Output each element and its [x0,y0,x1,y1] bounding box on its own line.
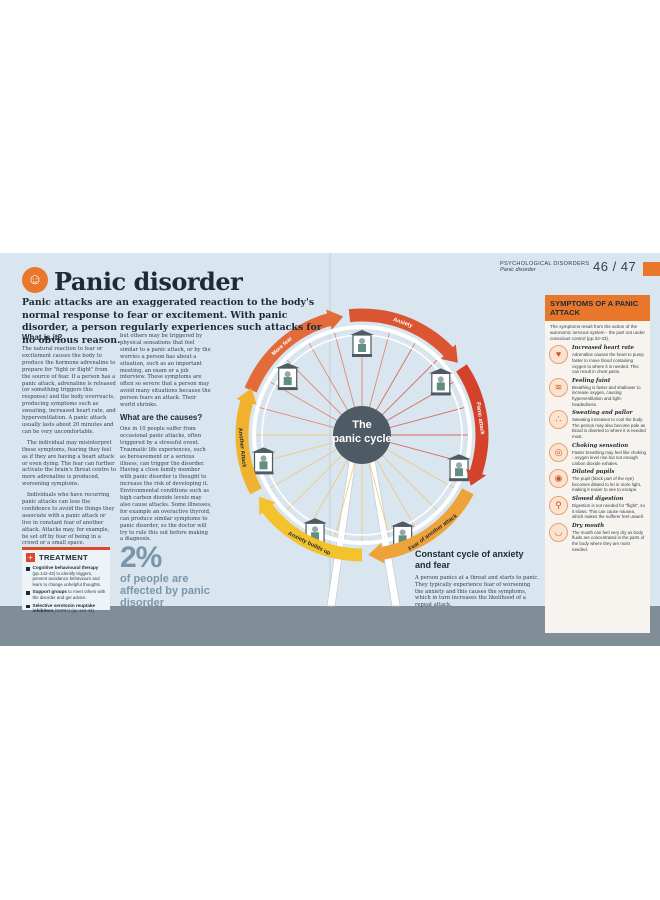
constant-cycle-caption: Constant cycle of anxiety and fear A per… [415,549,540,609]
symptoms-intro: The symptoms result from the action of t… [550,324,645,341]
symptoms-panel: SYMPTOMS OF A PANIC ATTACK The symptoms … [545,295,650,633]
bullet-icon [26,567,30,571]
symptom-name: Increased heart rate [572,345,634,352]
page-title: Panic disorder [54,267,243,296]
statistic-value: 2% [120,541,162,574]
symptom-description: Digestion is not needed for "flight", so… [572,503,645,520]
cycle-arrow-label: Another Attack [237,427,247,468]
wheel-rim-outer [252,325,472,545]
symptom-description: Adrenaline causes the heart to pump fast… [572,352,644,375]
cycle-arrow [368,488,474,564]
causes-para: One in 10 people suffer from occasional … [120,425,212,543]
symptom-description: Breathing is faster and shallower to inc… [572,384,641,407]
hub-label-line1: The [352,419,372,431]
page-numbers: 46 / 47 [593,259,637,274]
sweat-icon: ∴ [549,410,568,430]
symptom-description: Faster breathing may feel like choking -… [572,449,646,466]
symptom-name: Choking sensation [572,442,629,449]
symptom-name: Sweating and pallor [572,410,633,417]
symptoms-heading: SYMPTOMS OF A PANIC ATTACK [545,295,650,321]
treatment-item: Cognitive behavioural therapy (pp.142-43… [22,564,110,588]
statistic: 2% of people are affected by panic disor… [120,541,230,610]
treatment-heading: TREATMENT [39,553,88,562]
cycle-arrow [348,308,458,363]
section-tab [643,262,660,276]
gondola-car [428,368,453,396]
lungs-icon: ≋ [549,377,568,397]
wheel-rim-dots [257,330,467,540]
causes-heading: What are the causes? [120,412,203,422]
symptom-description: The mouth can feel very dry as body flui… [572,529,645,552]
what-is-it-para: The individual may misinterpret these sy… [22,439,116,488]
choking-icon: ◎ [549,442,568,462]
constant-cycle-text: A person panics at a threat and starts t… [415,575,539,609]
what-is-it-para: Individuals who have recurring panic att… [22,492,115,547]
treatment-item-detail: (pp.142-43) to identify triggers, preven… [32,570,102,587]
constant-cycle-heading: Constant cycle of anxiety and fear [415,549,524,570]
cycle-arrow [259,496,362,562]
heart-icon: ♥ [549,345,568,365]
treatment-item: Support groups to meet others with the d… [22,588,110,601]
symptom-name: Dilated pupils [572,469,615,476]
plus-icon: + [26,553,35,562]
symptom-description: The pupil (black part of the eye) become… [572,476,642,493]
what-is-it-column: What is it? The natural reaction to fear… [22,333,116,551]
what-is-it-para: The natural reaction to fear or exciteme… [22,346,116,435]
what-is-it-heading: What is it? [22,333,63,342]
bullet-icon [26,604,30,609]
treatment-item: Selective serotonin reuptake inhibitors … [22,602,110,615]
cycle-arrow [235,388,262,495]
eye-icon: ◉ [549,469,568,489]
subsection-name: Panic disorder [500,267,536,273]
intro-text: Panic attacks are an exaggerated reactio… [22,297,322,346]
mouth-icon: ◡ [549,522,568,542]
treatment-item-name: Support groups [32,589,67,595]
gondola-car [447,454,472,482]
symptom-name: Feeling faint [572,377,611,384]
symptom-name: Dry mouth [572,522,605,529]
treatment-box: + TREATMENT Cognitive behavioural therap… [22,547,110,613]
gondola-car [350,330,374,357]
stomach-icon: ⚲ [549,496,568,516]
wheel-hub [333,406,391,464]
cycle-arrow [456,364,489,486]
page-gutter [329,253,331,606]
symptom-description: Sweating increases to cool the body. The… [572,417,646,439]
gondola-car [251,447,276,475]
cycle-arrow-label: Panic attack [475,402,486,436]
section-name: PSYCHOLOGICAL DISORDERS [500,261,590,267]
symptom-name: Slowed digestion [572,496,624,503]
wheel-cars [251,330,472,549]
treatment-item-name: Cognitive behavioural therapy [32,565,99,570]
statistic-text: of people are affected by panic disorder [120,573,210,609]
treatment-item-detail: (SSRIs) (pp.142-43). [54,608,96,614]
treatment-item-detail: to meet others with the disorder and get… [32,589,106,600]
causes-column: but others may be triggered by physical … [120,333,212,547]
gondola-car [275,363,300,391]
treatment-item-name: Selective serotonin reuptake inhibitors [32,602,96,614]
bullet-icon [26,591,30,595]
causes-lead: but others may be triggered by physical … [120,333,211,409]
hub-label-line2: panic cycle [332,433,391,445]
cycle-arrow [244,309,344,393]
running-header: PSYCHOLOGICAL DISORDERS Panic disorder [500,261,589,273]
brain-icon: ☺ [22,267,48,293]
